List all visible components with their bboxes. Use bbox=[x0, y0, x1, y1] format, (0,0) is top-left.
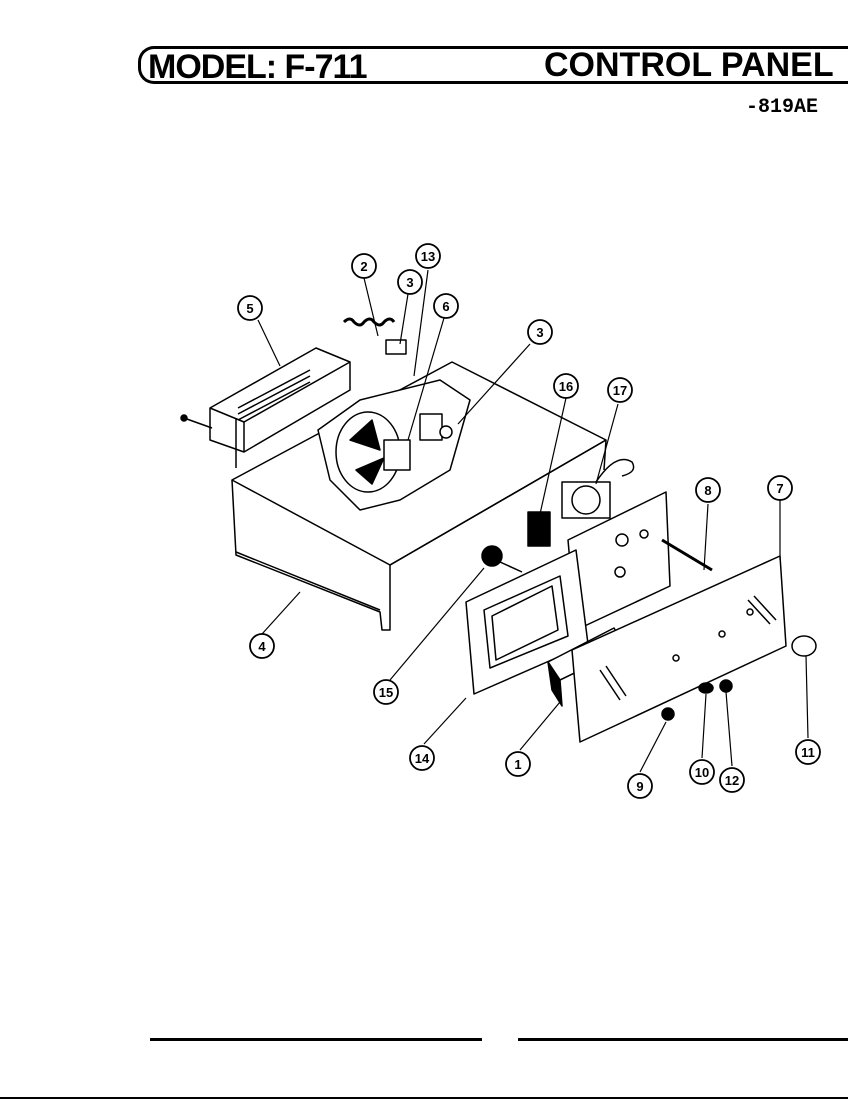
callout-4: 4 bbox=[249, 633, 275, 659]
callout-12: 12 bbox=[719, 767, 745, 793]
vent-duct-part bbox=[209, 347, 351, 468]
callout-10: 10 bbox=[689, 759, 715, 785]
callout-11: 11 bbox=[795, 739, 821, 765]
callout-3b: 3 bbox=[527, 319, 553, 345]
callout-6-label: 6 bbox=[442, 299, 449, 314]
callout-12-label: 12 bbox=[725, 773, 739, 788]
section-title: CONTROL PANEL bbox=[544, 46, 834, 84]
callout-15: 15 bbox=[373, 679, 399, 705]
button-12-part bbox=[719, 679, 733, 693]
nut-part bbox=[661, 707, 675, 721]
callout-9-label: 9 bbox=[636, 779, 643, 794]
callout-13: 13 bbox=[415, 243, 441, 269]
callout-8-label: 8 bbox=[704, 483, 711, 498]
callout-bubbles: 2 13 3 5 6 3 16 17 8 7 4 15 14 1 9 10 12… bbox=[237, 243, 821, 799]
callout-3a: 3 bbox=[397, 269, 423, 295]
fan-motor-part bbox=[317, 379, 471, 511]
model-label: MODEL: F-711 bbox=[148, 48, 367, 86]
button-10-part bbox=[698, 682, 714, 694]
callout-8: 8 bbox=[695, 477, 721, 503]
glass-panel-part bbox=[571, 555, 787, 743]
callout-6: 6 bbox=[433, 293, 459, 319]
callout-5: 5 bbox=[237, 295, 263, 321]
callout-1-label: 1 bbox=[514, 757, 521, 772]
callout-2-label: 2 bbox=[360, 259, 367, 274]
callout-17: 17 bbox=[607, 377, 633, 403]
footer-rule-right bbox=[518, 1038, 848, 1041]
callout-5-label: 5 bbox=[246, 301, 253, 316]
callout-16-label: 16 bbox=[559, 379, 573, 394]
callout-3a-label: 3 bbox=[406, 275, 413, 290]
panel-frame-part bbox=[465, 549, 589, 695]
header-frame bbox=[138, 46, 848, 84]
callout-7-label: 7 bbox=[776, 481, 783, 496]
callout-13-label: 13 bbox=[421, 249, 435, 264]
knob-11-part bbox=[791, 635, 817, 657]
callout-15-label: 15 bbox=[379, 685, 393, 700]
callout-11-label: 11 bbox=[801, 745, 815, 760]
callout-2: 2 bbox=[351, 253, 377, 279]
callout-17-label: 17 bbox=[613, 383, 627, 398]
spring-part bbox=[342, 317, 407, 355]
callout-14-label: 14 bbox=[415, 751, 430, 766]
callout-7: 7 bbox=[767, 475, 793, 501]
callout-3b-label: 3 bbox=[536, 325, 543, 340]
callout-1: 1 bbox=[505, 751, 531, 777]
leader-lines bbox=[257, 269, 809, 773]
knob-15-part bbox=[481, 545, 523, 573]
callout-10-label: 10 bbox=[695, 765, 709, 780]
motor-part bbox=[561, 458, 635, 519]
switch-part bbox=[527, 511, 551, 547]
variant-code: -819AE bbox=[746, 96, 819, 119]
callout-9: 9 bbox=[627, 773, 653, 799]
page-bottom-edge bbox=[0, 1097, 848, 1099]
footer-rule-left bbox=[150, 1038, 482, 1041]
callout-14: 14 bbox=[409, 745, 435, 771]
callout-16: 16 bbox=[553, 373, 579, 399]
callout-4-label: 4 bbox=[258, 639, 266, 654]
